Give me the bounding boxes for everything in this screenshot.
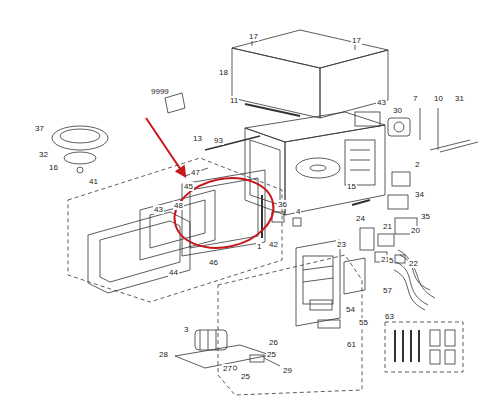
callout-number: 44 xyxy=(168,268,179,277)
callout-number: 35 xyxy=(420,212,431,221)
callout-number: 25 xyxy=(240,372,251,381)
callout-number: 63 xyxy=(384,312,395,321)
callout-number: 5 xyxy=(388,256,394,265)
callout-number: 43 xyxy=(376,98,387,107)
control-panel xyxy=(296,240,365,328)
highlight-ellipse xyxy=(168,169,280,256)
callout-number: 31 xyxy=(454,94,465,103)
callout-number: 7 xyxy=(412,94,418,103)
callout-number: 2 xyxy=(414,160,420,169)
callout-number: 17 xyxy=(248,32,259,41)
chassis xyxy=(245,112,385,215)
callout-number: 23 xyxy=(336,240,347,249)
callout-number: 41 xyxy=(88,177,99,186)
callout-number: 22 xyxy=(408,259,419,268)
outer-case xyxy=(232,30,388,118)
callout-number: 16 xyxy=(48,163,59,172)
parts-kit-outline xyxy=(385,322,463,372)
callout-number: 46 xyxy=(208,258,219,267)
callout-number: 10 xyxy=(433,94,444,103)
callout-number: 30 xyxy=(392,106,403,115)
callout-number: 4 xyxy=(295,207,301,216)
electrical-parts xyxy=(272,172,417,263)
highlight-arrow xyxy=(146,118,185,176)
callout-number: 34 xyxy=(414,190,425,199)
door-assembly xyxy=(88,136,265,293)
callout-number: 13 xyxy=(192,134,203,143)
callout-number: 11 xyxy=(229,96,239,105)
callout-number: 36 xyxy=(277,200,288,209)
wire-harness xyxy=(394,250,435,310)
label-card xyxy=(165,93,185,113)
door-group-outline xyxy=(68,158,282,302)
callout-number: 9999 xyxy=(150,87,170,96)
callout-number: 29 xyxy=(282,366,293,375)
callout-number: 57 xyxy=(382,286,393,295)
callout-number: 45 xyxy=(183,182,194,191)
callout-number: 25 xyxy=(266,350,277,359)
callout-number: 54 xyxy=(345,305,356,314)
callout-number: 3 xyxy=(183,325,189,334)
callout-number: 48 xyxy=(173,201,184,210)
fan-parts xyxy=(355,108,478,152)
callout-number: 37 xyxy=(34,124,45,133)
callout-number: 27 xyxy=(222,364,233,373)
callout-number: 93 xyxy=(213,136,224,145)
callout-number: 43 xyxy=(153,205,164,214)
callout-number: 15 xyxy=(346,182,357,191)
callout-number: 20 xyxy=(410,226,421,235)
callout-number: 47 xyxy=(190,168,201,177)
callout-number: 32 xyxy=(38,150,49,159)
callout-number: 42 xyxy=(268,240,279,249)
callout-number: 1 xyxy=(256,242,262,251)
callout-number: 55 xyxy=(358,318,369,327)
parts-kit xyxy=(395,330,455,364)
callout-number: 26 xyxy=(268,338,279,347)
callout-number: 61 xyxy=(346,340,357,349)
callout-number: 17 xyxy=(351,36,362,45)
callout-number: 28 xyxy=(158,350,169,359)
turntable xyxy=(52,126,108,173)
callout-number: 18 xyxy=(218,68,229,77)
callout-number: 21 xyxy=(382,222,393,231)
trim-strip xyxy=(245,104,300,116)
callout-number: 24 xyxy=(355,214,366,223)
